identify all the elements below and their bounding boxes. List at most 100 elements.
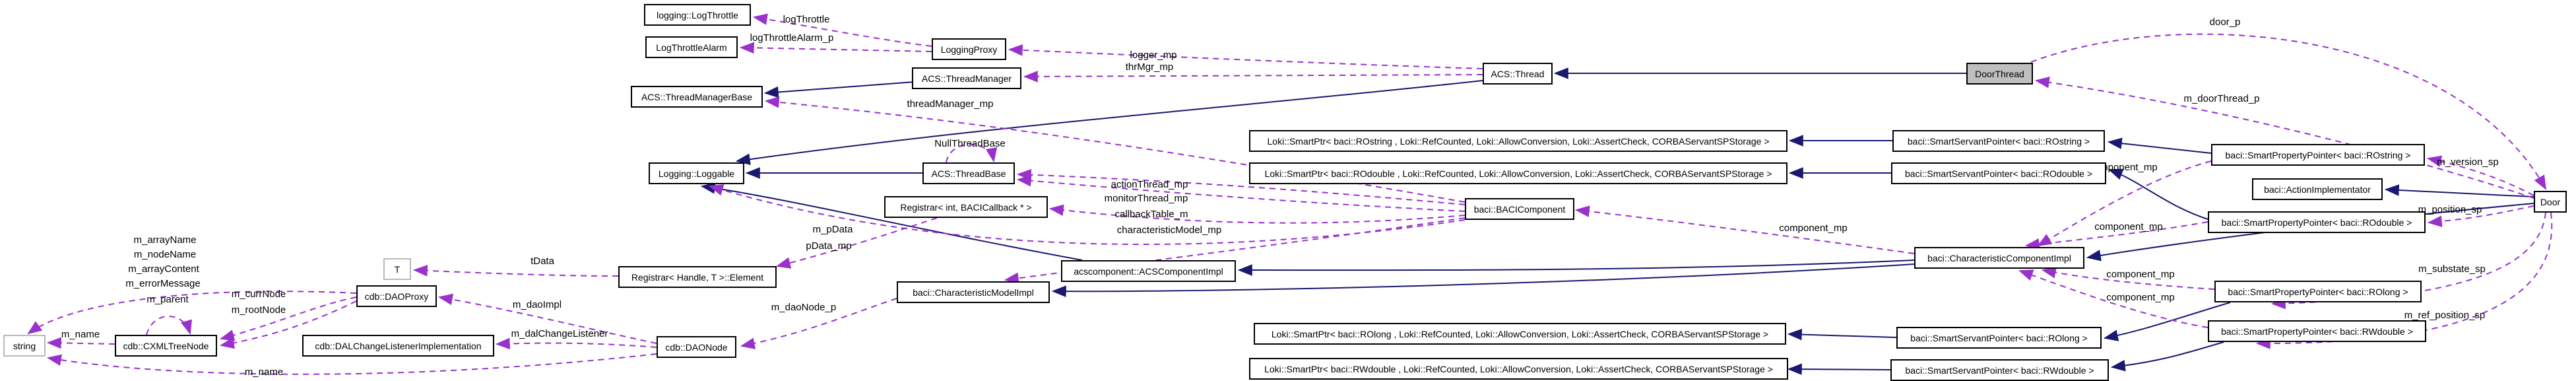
node-log_throttle[interactable]: logging::LogThrottle: [644, 4, 751, 26]
edge-label-u_array: m_arrayContent: [128, 263, 199, 275]
edge-u_version: [2426, 155, 2534, 196]
edge-label-u_name_cxml: m_name: [61, 329, 100, 340]
edge-e_door_actionimpl: [2384, 184, 2534, 197]
edge-label-u_door: door_p: [2210, 17, 2241, 28]
node-loggable[interactable]: Logging::Loggable: [649, 162, 744, 184]
node-servant_rostring[interactable]: baci::SmartServantPointer< baci::ROstrin…: [1892, 130, 2105, 152]
edge-label-u_array: m_arrayName: [133, 234, 196, 246]
node-char_comp_impl[interactable]: baci::CharacteristicComponentImpl: [1914, 247, 2084, 269]
node-thread_manager_base[interactable]: ACS::ThreadManagerBase: [631, 86, 763, 108]
edge-label-u_rootnode: m_rootNode: [232, 304, 286, 316]
edge-e_ccimpl_cmimpl: [1051, 263, 1915, 297]
edge-u_component_rw: [2018, 269, 2208, 328]
node-thread_manager[interactable]: ACS::ThreadManager: [912, 67, 1021, 89]
node-registrar_int[interactable]: Registrar< int, BACICallback * >: [884, 196, 1048, 218]
edge-label-u_component_rw: component_mp: [2106, 292, 2174, 303]
edge-u_component_bacicomp: [1574, 205, 1915, 254]
node-prop_rodouble[interactable]: baci::SmartPropertyPointer< baci::ROdoub…: [2208, 211, 2426, 233]
edge-label-u_monitorthread: monitorThread_mp: [1105, 193, 1188, 204]
edge-e_tm_tmb: [763, 81, 915, 98]
node-loki_rodouble[interactable]: Loki::SmartPtr< baci::ROdouble , Loki::R…: [1249, 162, 1787, 184]
node-dao_proxy[interactable]: cdb::DAOProxy: [356, 285, 437, 307]
edge-label-u_threadmanager: threadManager_mp: [907, 98, 994, 110]
edge-u_name_cxml: [46, 337, 115, 349]
edge-label-u_refposition: m_ref_position_sp: [2404, 310, 2486, 321]
node-door_thread: DoorThread: [1966, 63, 2033, 85]
edge-e_propstr_srv: [2107, 137, 2212, 154]
edge-u_pdata: [708, 184, 1465, 246]
edge-u_name_daonode: [46, 353, 657, 375]
node-servant_rwdouble[interactable]: baci::SmartServantPointer< baci::RWdoubl…: [1890, 359, 2109, 381]
edge-u_logthrottlealarm: [739, 42, 932, 54]
edge-label-u_position: m_position_sp: [2418, 204, 2482, 215]
node-prop_rolong[interactable]: baci::SmartPropertyPointer< baci::ROlong…: [2214, 281, 2422, 302]
edge-e_propdbl_srv: [2108, 168, 2208, 220]
edge-label-u_logthrottle: logThrottle: [783, 14, 830, 25]
edge-label-u_dalchange: m_dalChangeListener: [511, 328, 608, 339]
edge-label-u_tdata: tData: [531, 256, 555, 267]
edge-label-u_version: m_version_sp: [2437, 156, 2498, 168]
node-registrar_element[interactable]: Registrar< Handle, T >::Element: [618, 266, 777, 288]
node-prop_rostring[interactable]: baci::SmartPropertyPointer< baci::ROstri…: [2211, 144, 2425, 166]
edge-u_component_dbl: [2024, 221, 2208, 250]
edge-label-u_actionthread: actionThread_mp: [1111, 179, 1188, 190]
node-baci_component[interactable]: baci::BACIComponent: [1465, 198, 1574, 220]
edge-u_thrmgr: [1023, 71, 1483, 83]
edge-label-u_component_str: component_mp: [2089, 162, 2157, 173]
edge-e_thread_loggable: [735, 80, 1483, 165]
edge-label-u_daonode: m_daoNode_p: [771, 302, 836, 313]
node-dal_change[interactable]: cdb::DALChangeListenerImplementation: [302, 335, 494, 357]
edge-label-u_pdata: m_pData: [813, 224, 854, 235]
node-log_throttle_alarm[interactable]: LogThrottleAlarm: [645, 36, 738, 58]
edge-label-u_doorthread: m_doorThread_p: [2183, 93, 2259, 104]
edge-u_parent: [146, 316, 192, 335]
node-servant_rolong[interactable]: baci::SmartServantPointer< baci::ROlong …: [1896, 327, 2102, 349]
edge-e_ccimpl_acscomp: [1237, 260, 1915, 276]
edge-label-u_currnode: m_currNode: [232, 289, 286, 300]
node-acs_comp_impl[interactable]: acscomponent::ACSComponentImpl: [1061, 260, 1236, 282]
edge-u_dalchange: [495, 337, 657, 350]
edge-label-u_array: m_errorMessage: [125, 278, 200, 289]
edge-label-u_callbacktable: callbackTable_m: [1115, 209, 1188, 220]
node-prop_rwdouble[interactable]: baci::SmartPropertyPointer< baci::RWdoub…: [2208, 320, 2426, 342]
edge-u_monitorthread: [1016, 174, 1465, 212]
edge-u_rootnode: [219, 300, 357, 349]
node-loki_rolong[interactable]: Loki::SmartPtr< baci::ROlong , Loki::Ref…: [1254, 323, 1786, 345]
node-cxml_tree_node[interactable]: cdb::CXMLTreeNode: [115, 335, 217, 357]
edge-label-u_component_bacicomp: component_mp: [1779, 223, 1847, 234]
edge-u_registrar_element: [775, 217, 938, 269]
node-door[interactable]: Door: [2534, 191, 2567, 213]
edge-label-u_substate: m_substate_sp: [2418, 263, 2486, 275]
edge-u_component_lng: [2041, 267, 2215, 290]
node-char_model_impl[interactable]: baci::CharacteristicModelImpl: [897, 281, 1050, 303]
edge-e_srvlng_loki: [1787, 328, 1897, 341]
edge-u_threadmanager: [764, 96, 1465, 203]
edge-u_component_str: [2037, 160, 2212, 247]
edges-group: [27, 13, 2553, 375]
edge-u_callbacktable: [1048, 204, 1465, 224]
node-loki_rwdouble[interactable]: Loki::SmartPtr< baci::RWdouble , Loki::R…: [1249, 358, 1788, 380]
node-logging_proxy[interactable]: LoggingProxy: [932, 38, 1006, 60]
edge-u_currnode: [219, 296, 357, 341]
edge-label-u_name_daonode: m_name: [245, 366, 283, 378]
node-thread_base[interactable]: ACS::ThreadBase: [922, 162, 1015, 184]
node-string_node: string: [3, 335, 46, 357]
node-action_impl[interactable]: baci::ActionImplementator: [2252, 178, 2383, 200]
edge-e_proprw_srv: [2110, 341, 2224, 372]
edge-u_daonode: [740, 298, 897, 349]
node-dao_node[interactable]: cdb::DAONode: [657, 336, 736, 358]
edge-u_array: [27, 291, 357, 335]
edge-e_proplng_srv: [2103, 302, 2231, 341]
edge-label-u_array: m_nodeName: [134, 249, 196, 260]
edge-label-u_component_lng: component_mp: [2106, 269, 2174, 280]
edge-label-u_pdata: pData_mp: [806, 240, 851, 252]
node-servant_rodouble[interactable]: baci::SmartServantPointer< baci::ROdoubl…: [1891, 162, 2106, 184]
edge-label-u_parent: m_parent: [146, 294, 189, 305]
edge-label-u_thrmgr: thrMgr_mp: [1126, 61, 1174, 73]
edge-e_acscomp_loggable: [700, 182, 1083, 261]
edge-label-u_logger: logger_mp: [1130, 50, 1177, 61]
edge-u_logthrottle: [752, 13, 932, 47]
node-acs_thread[interactable]: ACS::Thread: [1483, 63, 1553, 85]
node-loki_rostring[interactable]: Loki::SmartPtr< baci::ROstring , Loki::R…: [1249, 130, 1787, 152]
